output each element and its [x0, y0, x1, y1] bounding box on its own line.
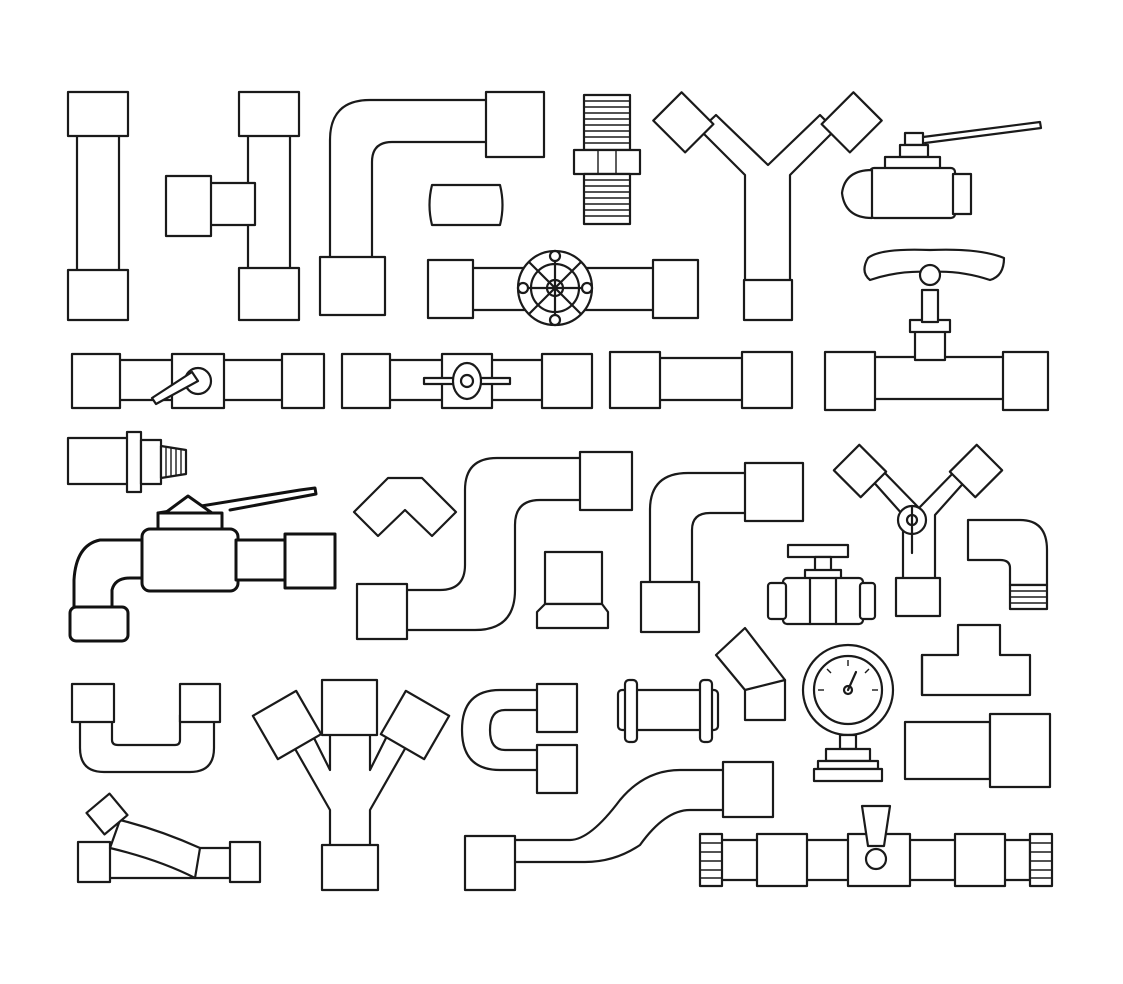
elbow-pipe-2-icon — [639, 461, 805, 634]
valve-pipe-assembly-icon — [698, 804, 1054, 888]
elbow-threaded-icon — [966, 518, 1049, 611]
bend-fitting-icon — [714, 626, 787, 722]
lever-valve-pipe-icon — [70, 352, 326, 410]
u-bend-pipe-icon — [70, 682, 222, 774]
coupling-pipe-icon — [608, 350, 794, 410]
pressure-gauge-icon — [801, 643, 895, 783]
pipe-clamp-icon — [616, 678, 720, 744]
hose-connector-icon — [66, 430, 188, 494]
threaded-nipple-icon — [572, 93, 642, 226]
gate-valve-pipe-icon — [426, 249, 700, 327]
straight-pipe-icon — [66, 90, 130, 322]
tee-fitting-icon — [164, 90, 301, 322]
y-valve-icon — [832, 443, 1004, 618]
reducer-icon — [903, 712, 1052, 789]
y-branch-icon — [652, 91, 883, 322]
offset-pipe-icon — [463, 760, 775, 892]
wye-fitting-icon — [76, 792, 262, 884]
faucet-icon — [68, 486, 337, 643]
triple-y-branch-icon — [251, 678, 451, 892]
elbow-45-icon — [352, 476, 458, 538]
globe-valve-tee-icon — [823, 248, 1050, 412]
pipe-sleeve-icon — [428, 183, 504, 227]
elbow-pipe-icon — [318, 90, 546, 317]
tee-plain-icon — [920, 623, 1032, 697]
u-return-bend-icon — [460, 682, 579, 795]
butterfly-valve-pipe-icon — [340, 352, 594, 410]
ball-valve-small-icon — [766, 543, 877, 626]
s-bend-pipe-icon — [355, 450, 634, 641]
ball-valve-icon — [840, 120, 1043, 220]
flange-adapter-icon — [535, 550, 610, 630]
